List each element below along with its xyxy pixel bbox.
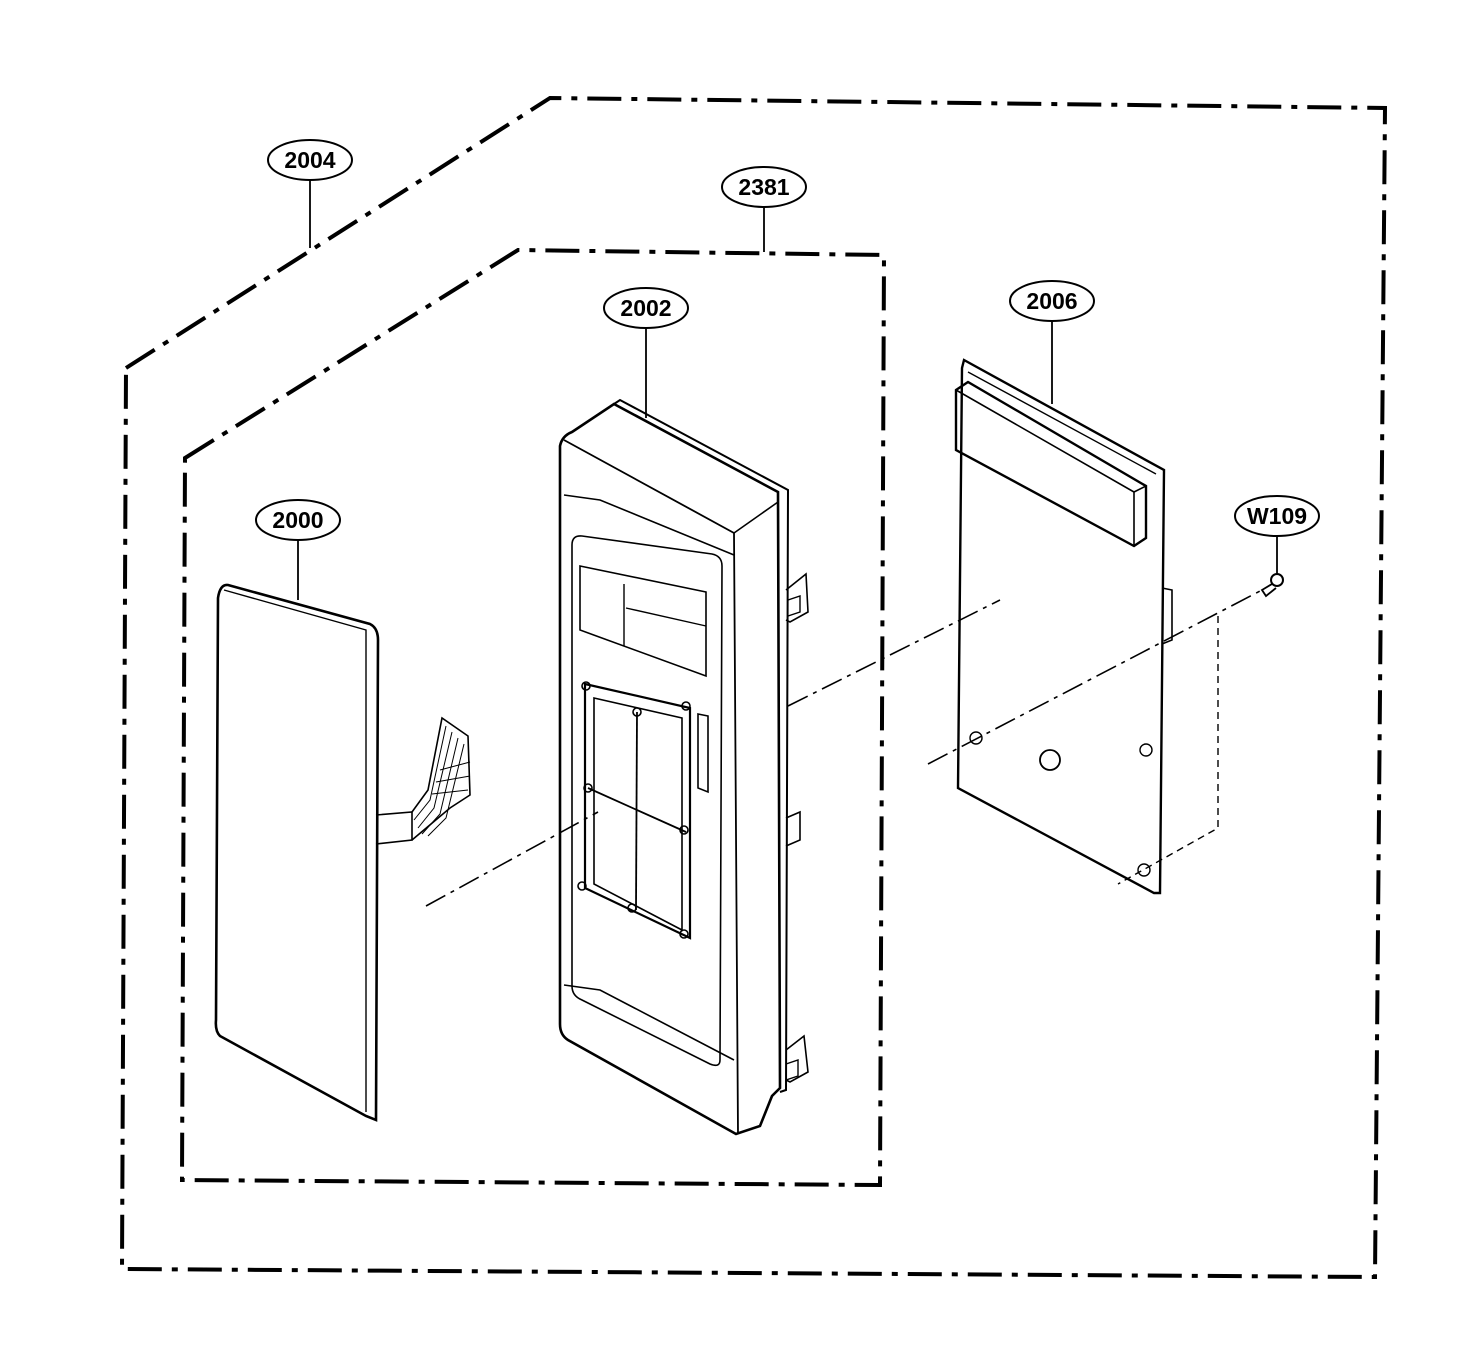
callout-2381-label: 2381 xyxy=(738,174,789,200)
guide-line-screw xyxy=(927,589,1263,765)
callout-w109-label: W109 xyxy=(1247,503,1307,529)
callout-2002-label: 2002 xyxy=(620,295,671,321)
guide-line-panel-pcb xyxy=(787,599,1001,707)
callout-2006: 2006 xyxy=(1009,280,1095,322)
membrane-part xyxy=(214,583,471,1122)
callout-2381: 2381 xyxy=(721,166,807,208)
callout-2000-label: 2000 xyxy=(272,507,323,533)
control-panel-part xyxy=(558,398,809,1136)
callout-2004-label: 2004 xyxy=(284,147,335,173)
pcb-part xyxy=(954,358,1173,895)
guide-line-membrane xyxy=(425,811,599,907)
callout-2000: 2000 xyxy=(255,499,341,541)
callout-2006-label: 2006 xyxy=(1026,288,1077,314)
callout-w109: W109 xyxy=(1234,495,1320,537)
callout-2004: 2004 xyxy=(267,139,353,181)
screw-part xyxy=(1260,573,1284,598)
outer-assembly-boundary xyxy=(119,95,1388,1280)
inner-assembly-boundary xyxy=(179,247,887,1188)
callout-2002: 2002 xyxy=(603,287,689,329)
guide-line-screw-down xyxy=(1117,616,1219,885)
